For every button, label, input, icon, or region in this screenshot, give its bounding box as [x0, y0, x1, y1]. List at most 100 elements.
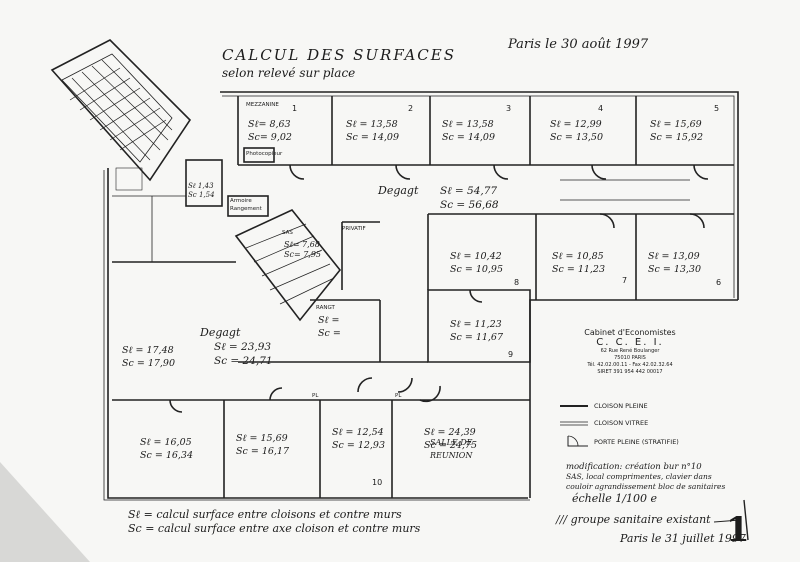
room-1-sc: Sc= 9,02	[248, 132, 292, 143]
salle-reunion-sl: Sℓ = 24,39	[424, 427, 476, 438]
room-10-number: 10	[372, 478, 383, 487]
bottom-room-2-surface: Sℓ = 15,69 Sc = 16,17	[236, 432, 289, 458]
room-10-surface: Sℓ = 12,54 Sc = 12,93	[332, 426, 385, 452]
company-phone: Tél. 42.02.00.11 - Fax 42.02.32.64	[587, 362, 673, 368]
label-privatif: PRIVATIF	[342, 226, 366, 232]
room-1-surface: Sℓ= 8,63 Sc= 9,02	[248, 118, 292, 144]
degagt-top-surface: Sℓ = 54,77 Sc = 56,68	[440, 184, 499, 212]
room-6-sl: Sℓ = 13,09	[648, 251, 700, 262]
company-address-1: 62 Rue René Boulanger	[600, 348, 660, 354]
label-rangt: RANGT	[316, 305, 335, 311]
label-pl-2: PL	[395, 393, 402, 399]
room-9-sc: Sc = 11,67	[450, 332, 504, 343]
room-8-sl: Sℓ = 10,42	[450, 251, 502, 262]
room-2-number: 2	[408, 104, 414, 113]
modification-note: modification: création bur n°10 SAS, loc…	[566, 462, 725, 506]
company-stamp: Cabinet d'Economistes C. C. E. I. 62 Rue…	[580, 328, 680, 376]
room-1-sl: Sℓ= 8,63	[248, 119, 291, 130]
room-8-surface: Sℓ = 10,42 Sc = 10,95	[450, 250, 503, 276]
company-siret: SIRET 391 954 442 00017	[597, 369, 663, 375]
salle-reunion-surface: Sℓ = 24,39 Sc = 24,75	[424, 426, 477, 452]
plan-subtitle: selon relevé sur place	[222, 66, 356, 80]
sas-surface: Sℓ= 7,68 Sc= 7,95	[284, 240, 321, 260]
groupe-sanitaire-text: /// groupe sanitaire existant	[556, 513, 711, 526]
label-mezzanine: MEZZANINE	[246, 102, 279, 108]
room-2-sc: Sc = 14,09	[346, 132, 400, 143]
legend-cloison-vitree: CLOISON VITREE	[594, 419, 649, 427]
label-pl-1: PL	[312, 393, 319, 399]
room-5-sl: Sℓ = 15,69	[650, 119, 702, 130]
rangt-surface: Sℓ = Sc =	[318, 314, 341, 340]
room-4-number: 4	[598, 104, 604, 113]
room-7-surface: Sℓ = 10,85 Sc = 11,23	[552, 250, 605, 276]
left-room-sc: Sc = 17,90	[122, 358, 176, 369]
company-abbr: C. C. E. I.	[596, 337, 664, 348]
room-8-number: 8	[514, 278, 520, 287]
salle-reunion-sc: Sc = 24,75	[424, 440, 478, 451]
room-10-sl: Sℓ = 12,54	[332, 427, 384, 438]
label-degagt-top: Degagt	[378, 184, 419, 197]
plan-title: CALCUL DES SURFACES	[222, 46, 456, 64]
formula-sc: Sc = calcul surface entre axe cloison et…	[128, 522, 421, 535]
degagt-mid-sl: Sℓ = 23,93	[214, 341, 272, 353]
company-name: Cabinet d'Economistes	[584, 328, 676, 337]
room-4-sc: Sc = 13,50	[550, 132, 604, 143]
bottom-room-1-sc: Sc = 16,34	[140, 450, 194, 461]
sas-sl: Sℓ= 7,68	[284, 240, 320, 249]
note-line-2: SAS, local comprimentes, clavier dans	[566, 472, 712, 481]
wc-sl: Sℓ 1,43	[188, 182, 214, 190]
label-salle: SALLE DE REUNION	[430, 436, 473, 462]
wc-surface: Sℓ 1,43 Sc 1,54	[188, 182, 215, 200]
room-2-sl: Sℓ = 13,58	[346, 119, 398, 130]
room-7-sl: Sℓ = 10,85	[552, 251, 604, 262]
note-line-1: modification: création bur n°10	[566, 462, 702, 472]
label-armoire: Armoire	[230, 198, 252, 204]
room-6-number: 6	[716, 278, 722, 287]
room-3-sc: Sc = 14,09	[442, 132, 496, 143]
degagt-top-sl: Sℓ = 54,77	[440, 185, 498, 197]
page-curl-shadow	[0, 462, 90, 562]
degagt-top-sc: Sc = 56,68	[440, 199, 499, 211]
company-address-2: 75010 PARIS	[614, 355, 646, 361]
note-line-3: couloir agrandissement bloc de sanitaire…	[566, 482, 726, 491]
room-9-surface: Sℓ = 11,23 Sc = 11,67	[450, 318, 503, 344]
room-6-surface: Sℓ = 13,09 Sc = 13,30	[648, 250, 701, 276]
sas-sc: Sc= 7,95	[284, 250, 322, 259]
room-5-surface: Sℓ = 15,69 Sc = 15,92	[650, 118, 703, 144]
room-7-sc: Sc = 11,23	[552, 264, 606, 275]
room-9-number: 9	[508, 350, 514, 359]
room-3-number: 3	[506, 104, 512, 113]
room-2-surface: Sℓ = 13,58 Sc = 14,09	[346, 118, 399, 144]
room-6-sc: Sc = 13,30	[648, 264, 702, 275]
room-10-sc: Sc = 12,93	[332, 440, 386, 451]
rangt-sc: Sc =	[318, 328, 341, 339]
bottom-room-1-surface: Sℓ = 16,05 Sc = 16,34	[140, 436, 193, 462]
legend-cloison-pleine: CLOISON PLEINE	[594, 402, 648, 410]
label-salle-1: SALLE DE	[430, 438, 473, 447]
left-room-sl: Sℓ = 17,48	[122, 345, 174, 356]
degagt-mid-surface: Sℓ = 23,93 Sc = 24,71	[214, 340, 273, 368]
formula-sl: Sℓ = calcul surface entre cloisons et co…	[128, 508, 402, 521]
label-rangement: Rangement	[230, 206, 262, 212]
stamp-number: 1	[726, 510, 750, 550]
bottom-room-2-sl: Sℓ = 15,69	[236, 433, 288, 444]
room-4-sl: Sℓ = 12,99	[550, 119, 602, 130]
note-scale: échelle 1/100 e	[572, 492, 658, 505]
room-4-surface: Sℓ = 12,99 Sc = 13,50	[550, 118, 603, 144]
rangt-sl: Sℓ =	[318, 315, 340, 326]
legend-porte-pleine: PORTE PLEINE (STRATIFIE)	[594, 438, 679, 446]
room-1-number: 1	[292, 104, 298, 113]
label-degagt-mid: Degagt	[200, 326, 241, 339]
label-sas: SAS	[282, 230, 293, 236]
bottom-room-1-sl: Sℓ = 16,05	[140, 437, 192, 448]
date-top: Paris le 30 août 1997	[508, 37, 649, 52]
room-5-sc: Sc = 15,92	[650, 132, 704, 143]
room-9-sl: Sℓ = 11,23	[450, 319, 502, 330]
room-3-surface: Sℓ = 13,58 Sc = 14,09	[442, 118, 495, 144]
room-8-sc: Sc = 10,95	[450, 264, 504, 275]
label-salle-2: REUNION	[430, 451, 473, 460]
degagt-mid-sc: Sc = 24,71	[214, 355, 273, 367]
date-bottom: Paris le 31 juillet 1997	[620, 532, 746, 545]
